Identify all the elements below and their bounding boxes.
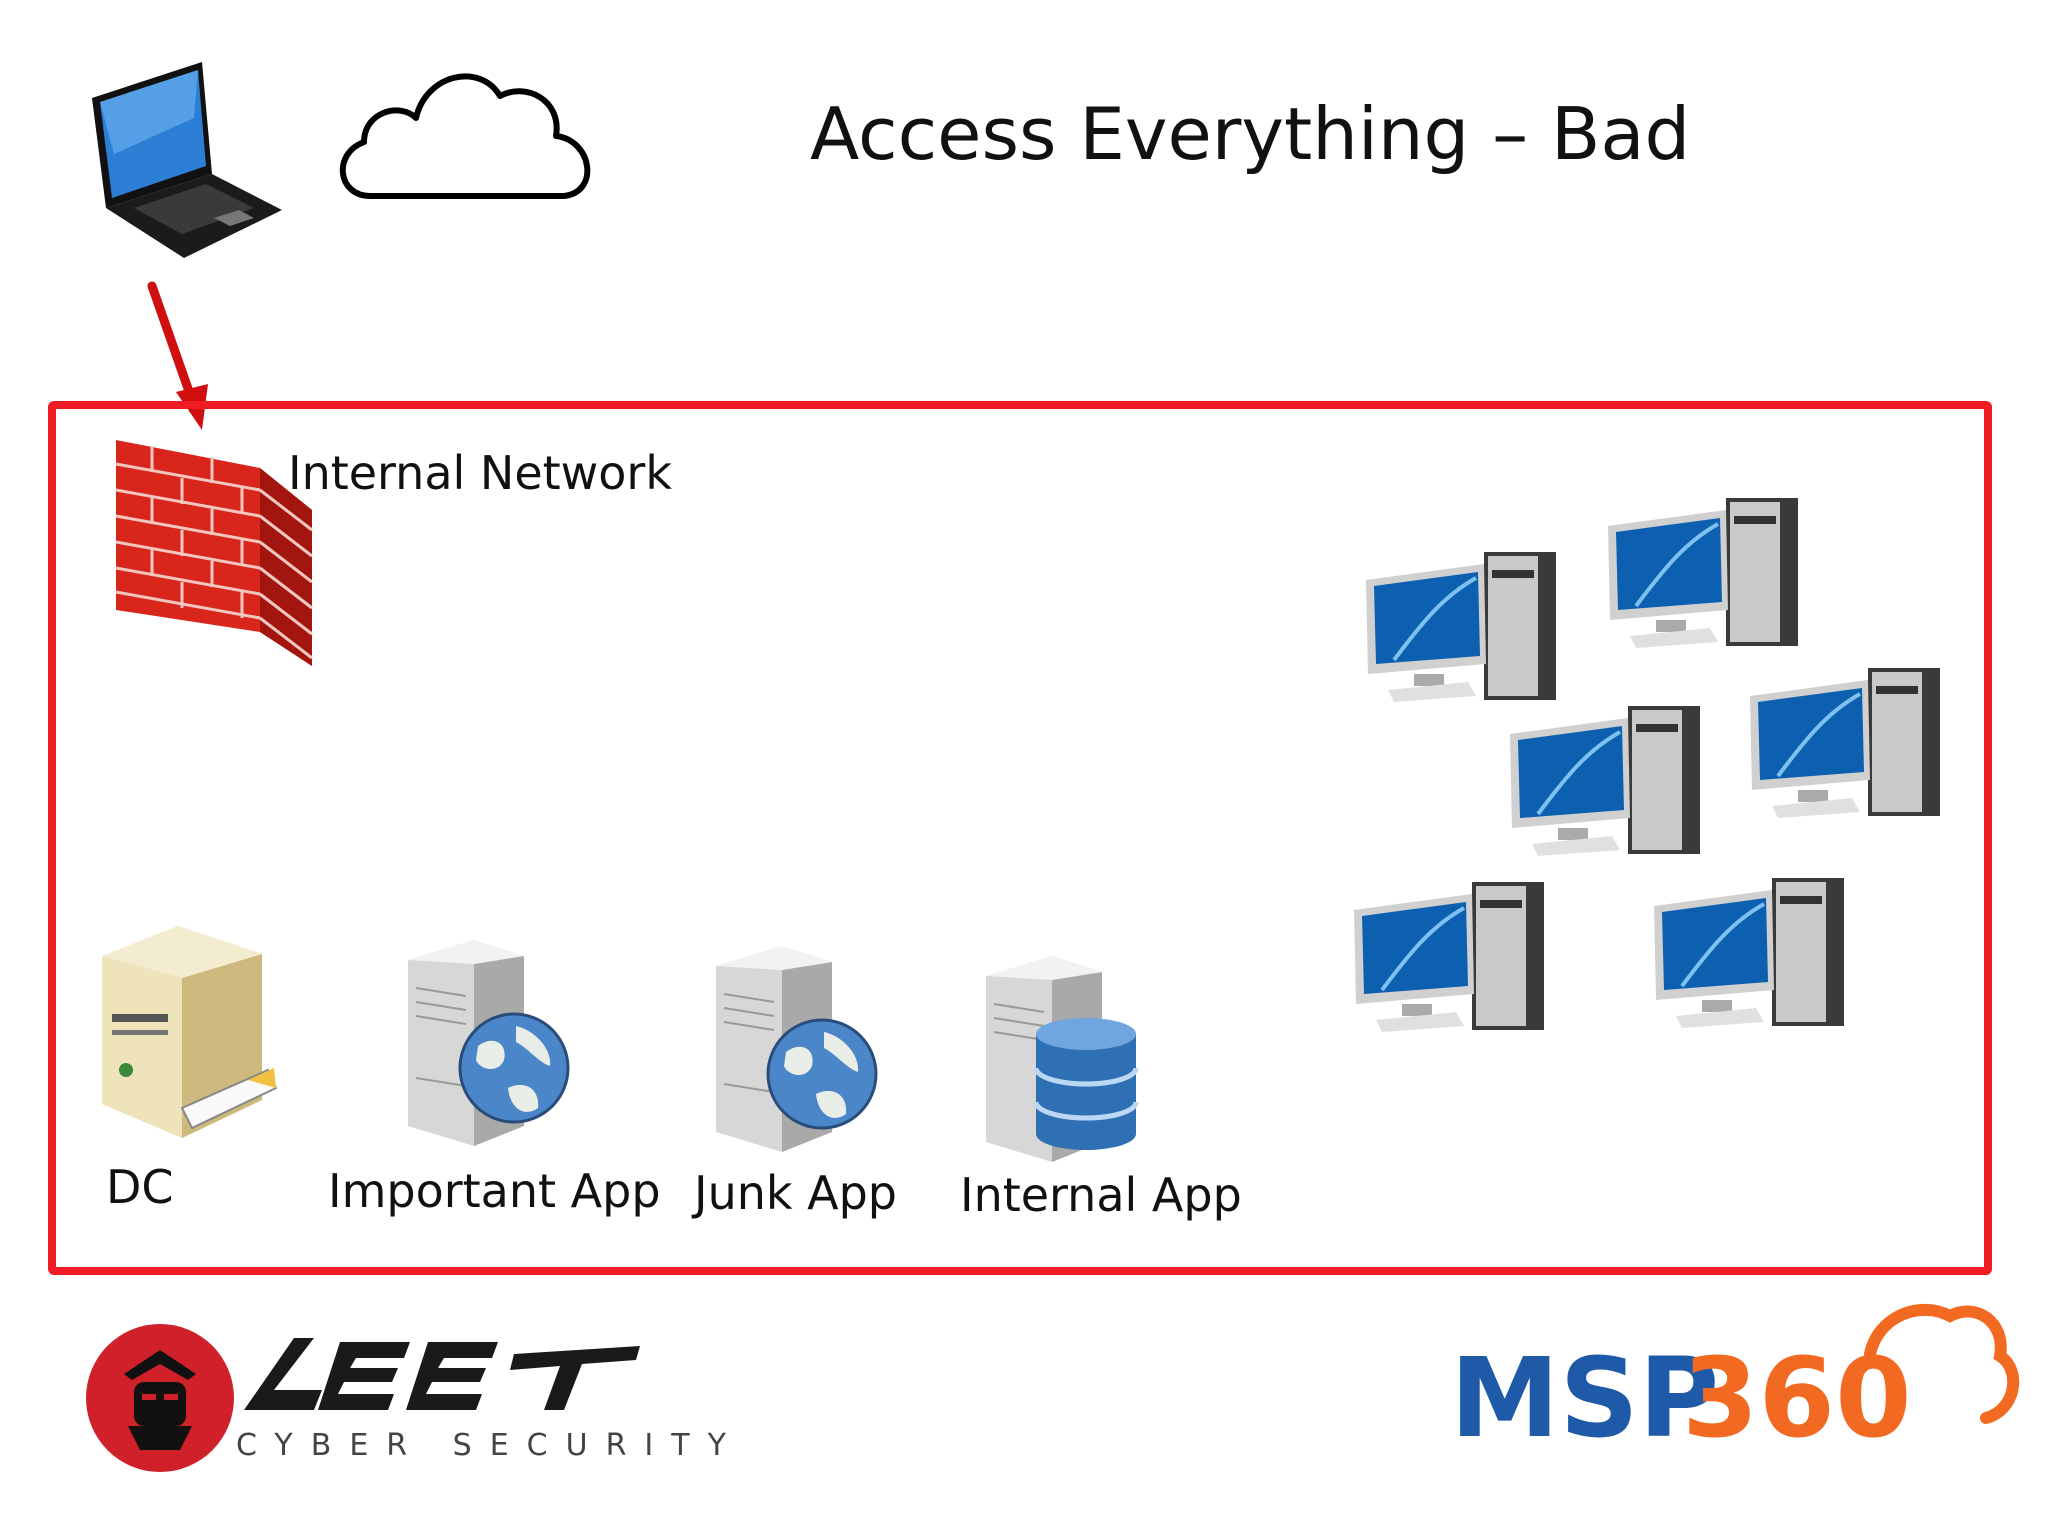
leet-emblem-icon [86,1324,234,1472]
workstation-icon [1366,552,1556,702]
server-label-dc: DC [106,1160,174,1214]
msp360-logo: MSP 360 [1450,1303,2020,1462]
laptop-icon [92,62,282,258]
network-label: Internal Network [288,446,672,500]
server-label-junk-app: Junk App [694,1166,898,1220]
domain-controller-icon [102,926,278,1138]
database-server-icon [986,956,1139,1162]
web-server-icon [408,940,570,1146]
internal-network-boundary [48,401,1992,1275]
server-label-important-app: Important App [328,1164,661,1218]
firewall-icon [115,440,313,666]
slide-title: Access Everything – Bad [810,92,1691,176]
workstation-icon [1354,882,1544,1032]
server-label-internal-app: Internal App [960,1168,1242,1222]
web-server-icon [716,946,878,1152]
leet-tagline: CYBER SECURITY [236,1428,744,1463]
msp360-text-360: 360 [1682,1334,1912,1462]
msp360-text-msp: MSP [1450,1334,1719,1462]
cloud-icon [339,73,591,199]
workstation-icon [1750,668,1940,818]
leet-wordmark [244,1338,640,1410]
workstation-icon [1654,878,1844,1028]
workstation-icon [1608,498,1798,648]
workstation-icon [1510,706,1700,856]
